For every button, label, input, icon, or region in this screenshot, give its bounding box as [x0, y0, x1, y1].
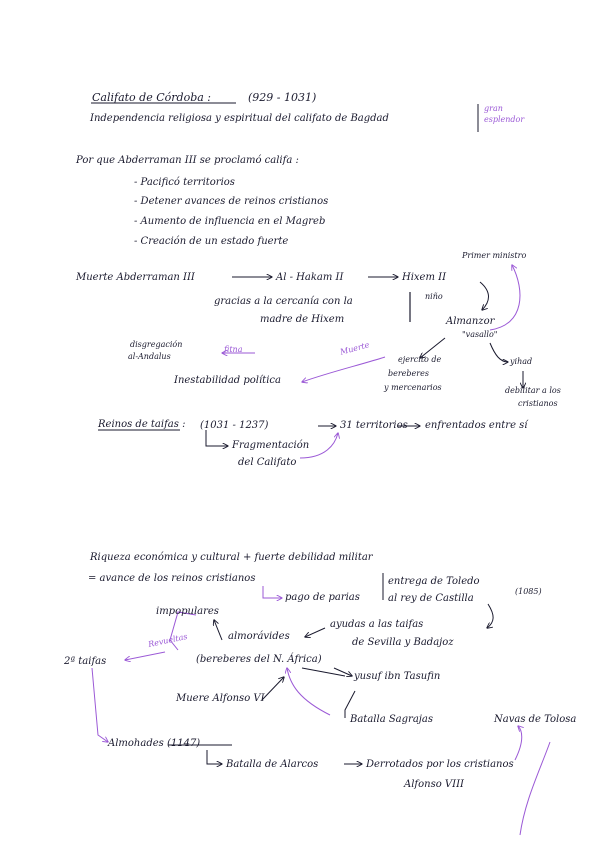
ayudas-1: ayudas a las taifas — [330, 619, 424, 630]
por-que-heading: Por que Abderraman III se proclamó calif… — [76, 155, 299, 166]
fitna: fitna — [224, 345, 243, 354]
reinos-taifas: Reinos de taifas : — [98, 419, 186, 430]
bullet-item: - Creación de un estado fuerte — [134, 236, 289, 247]
navas-tolosa: Navas de Tolosa — [494, 714, 577, 725]
almoravides: almorávides — [228, 631, 290, 642]
muere-alfonso: Muere Alfonso VI — [176, 693, 265, 704]
pago-parias: pago de parias — [285, 592, 360, 603]
bullet-item: - Pacificó territorios — [134, 177, 235, 188]
batalla-alarcos: Batalla de Alarcos — [226, 759, 319, 770]
ejercito-2: bereberes — [388, 369, 429, 378]
vasallo: "vasallo" — [462, 330, 498, 339]
muerte-abderraman: Muerte Abderraman III — [76, 272, 195, 283]
disgregacion-2: al-Andalus — [128, 352, 171, 361]
almanzor: Almanzor — [446, 316, 495, 327]
ayudas-2: de Sevilla y Badajoz — [352, 637, 454, 648]
bullet-item: - Detener avances de reinos cristianos — [134, 196, 329, 207]
title-dates: (929 - 1031) — [248, 91, 317, 104]
entrega-2: al rey de Castilla — [388, 593, 474, 604]
gracias-line-1: gracias a la cercanía con la — [214, 296, 353, 307]
nino: niño — [425, 292, 443, 301]
inestabilidad: Inestabilidad política — [174, 375, 281, 386]
alfonso-viii: Alfonso VIII — [404, 779, 464, 790]
ejercito-1: ejercito de — [398, 355, 442, 364]
impopulares: impopulares — [156, 606, 219, 617]
al-hakam: Al - Hakam II — [276, 272, 344, 283]
independencia-line: Independencia religiosa y espiritual del… — [90, 113, 389, 124]
enfrentados: enfrentados entre sí — [425, 420, 528, 431]
almohades: Almohades (1147) — [108, 738, 201, 749]
territorios: 31 territorios — [340, 420, 408, 431]
side-gran: gran — [484, 104, 503, 113]
ejercito-3: y mercenarios — [384, 383, 442, 392]
gracias-line-2: madre de Hixem — [260, 314, 345, 325]
entrega-year: (1085) — [515, 587, 542, 596]
entrega-1: entrega de Toledo — [388, 576, 480, 587]
debilitar-2: cristianos — [518, 399, 558, 408]
disgregacion-1: disgregación — [130, 340, 183, 349]
taifas-dates: (1031 - 1237) — [200, 420, 269, 431]
yusuf: yusuf ibn Tasufin — [354, 671, 441, 682]
fragmentacion-2: del Califato — [238, 457, 297, 468]
side-esplendor: esplendor — [484, 115, 525, 124]
avance-line: = avance de los reinos cristianos — [88, 573, 256, 584]
bereberes-norte: (bereberes del N. África) — [196, 654, 322, 665]
yihad: yihad — [510, 357, 533, 366]
primer-ministro: Primer ministro — [462, 251, 527, 260]
debilitar-1: debilitar a los — [505, 386, 561, 395]
derrotados: Derrotados por los cristianos — [366, 759, 514, 770]
hixem: Hixem II — [402, 272, 447, 283]
batalla-sagrajas: Batalla Sagrajas — [350, 714, 433, 725]
fragmentacion-1: Fragmentación — [232, 440, 310, 451]
title: Califato de Córdoba : — [92, 91, 211, 104]
segundas-taifas: 2ª taifas — [64, 656, 107, 667]
riqueza-line: Riqueza económica y cultural + fuerte de… — [90, 552, 373, 563]
bullet-item: - Aumento de influencia en el Magreb — [134, 216, 326, 227]
